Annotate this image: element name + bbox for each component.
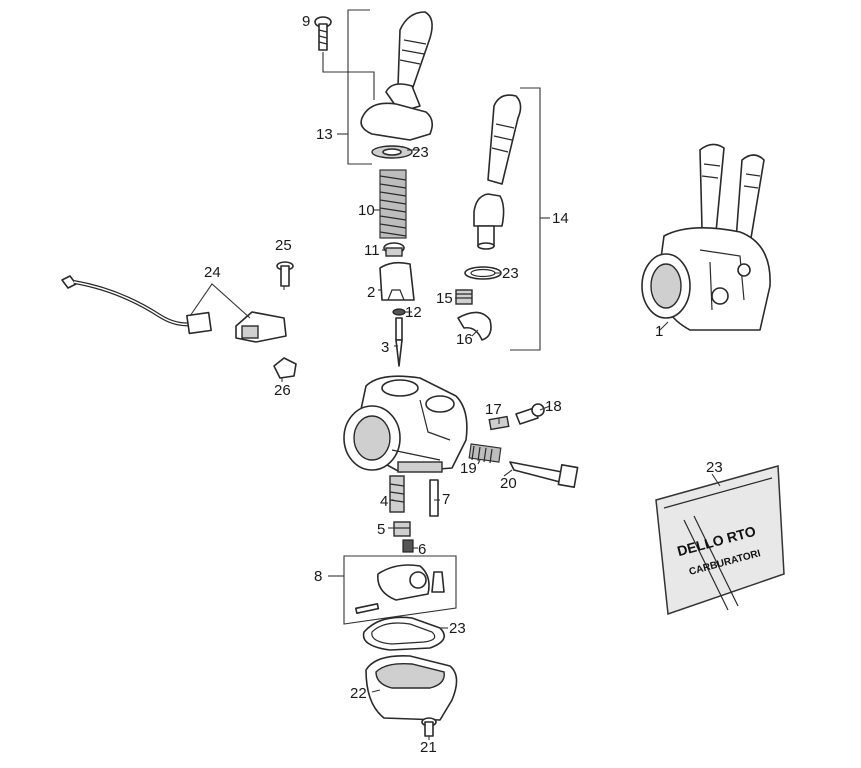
part-26-bracket — [273, 357, 297, 379]
label-22: 22 — [350, 685, 367, 702]
part-3-needle — [395, 317, 403, 367]
label-2: 2 — [367, 284, 375, 301]
part-15-nut — [455, 289, 473, 305]
part-21-screw — [421, 717, 437, 737]
label-12: 12 — [405, 304, 422, 321]
label-10: 10 — [358, 202, 375, 219]
part-24-electric-choke — [61, 275, 287, 343]
label-8: 8 — [314, 568, 322, 585]
label-26: 26 — [274, 382, 291, 399]
part-23-gasket-kit-bag — [655, 465, 785, 616]
part-9-screw — [314, 16, 332, 51]
part-16-clip — [457, 311, 492, 341]
label-5: 5 — [377, 521, 385, 538]
part-19-spring — [468, 443, 502, 464]
part-23-oring-choke — [464, 266, 502, 280]
part-labels: 9 13 23 10 14 25 11 23 24 2 15 12 1 16 3… — [204, 13, 723, 756]
label-16: 16 — [456, 331, 473, 348]
part-1-carburetor-assembly — [641, 143, 771, 331]
label-1: 1 — [655, 323, 663, 340]
label-6: 6 — [418, 541, 426, 558]
part-8-float-assembly — [343, 555, 457, 625]
bracket-14 — [510, 87, 541, 351]
part-22-float-bowl — [365, 654, 458, 721]
label-7: 7 — [442, 491, 450, 508]
label-17: 17 — [485, 401, 502, 418]
label-11: 11 — [364, 242, 380, 259]
part-11-retainer — [383, 242, 405, 257]
label-15: 15 — [436, 290, 453, 307]
label-23a: 23 — [412, 144, 429, 161]
label-19: 19 — [460, 460, 477, 477]
part-6-jet — [402, 539, 414, 553]
part-14-choke-cable — [473, 94, 522, 250]
part-10-spring — [379, 169, 407, 239]
part-5-jet-holder — [393, 521, 411, 537]
label-23c: 23 — [449, 620, 466, 637]
label-18: 18 — [545, 398, 562, 415]
label-21: 21 — [420, 739, 437, 756]
label-25: 25 — [275, 237, 292, 254]
carburetor-body — [343, 375, 468, 473]
part-7-tube — [429, 479, 439, 517]
part-13-throttle-cable-top — [360, 11, 434, 159]
leader-lines — [281, 133, 721, 740]
label-23d: 23 — [706, 459, 723, 476]
label-23b: 23 — [502, 265, 519, 282]
part-18-screw — [515, 403, 545, 425]
part-23-bowl-gasket — [362, 616, 446, 651]
part-4-jet — [389, 475, 405, 513]
part-12-clip — [392, 308, 406, 316]
part-20-screw — [509, 461, 579, 489]
label-9: 9 — [302, 13, 310, 30]
label-13: 13 — [316, 126, 333, 143]
label-20: 20 — [500, 475, 517, 492]
label-4: 4 — [380, 493, 388, 510]
label-3: 3 — [381, 339, 389, 356]
label-24: 24 — [204, 264, 221, 281]
part-2-throttle-valve — [379, 261, 415, 301]
part-25-screw — [276, 261, 294, 287]
bracket-13 — [347, 9, 372, 165]
label-14: 14 — [552, 210, 569, 227]
